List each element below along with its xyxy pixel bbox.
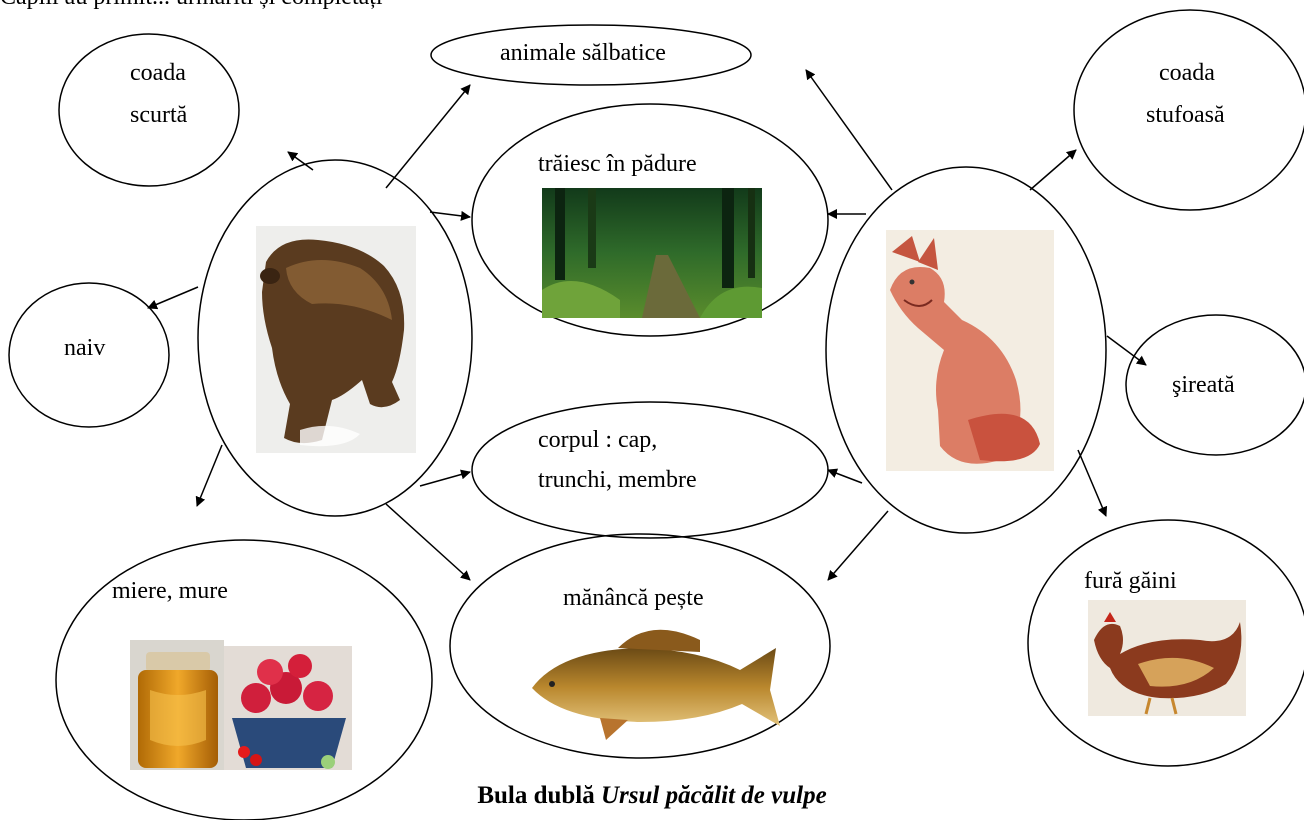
berries-picture — [224, 646, 352, 770]
fish-picture — [532, 630, 780, 740]
arrow-urs-naiv — [148, 287, 198, 308]
label-sireata: şireată — [1172, 367, 1235, 403]
bear-picture — [256, 226, 416, 453]
caption-bold: Bula dublă — [477, 782, 594, 809]
label-traiesc-in-padure: trăiesc în pădure — [538, 146, 697, 182]
label-animale-salbatice: animale sălbatice — [500, 35, 666, 71]
caption-italic: Ursul păcălit de vulpe — [601, 782, 827, 809]
arrow-vulpe-sireata — [1107, 336, 1146, 365]
arrow-urs-corpul — [420, 472, 470, 486]
arrow-vulpe-animale — [806, 70, 892, 190]
hen-picture — [1088, 600, 1246, 716]
arrow-vulpe-coada — [1030, 150, 1076, 190]
arrow-vulpe-gaini — [1078, 450, 1106, 516]
arrow-urs-padure — [430, 212, 470, 217]
forest-picture — [542, 188, 762, 318]
arrow-vulpe-corpul — [828, 470, 862, 483]
label-coada-stufoasa-line1: coada — [1159, 55, 1215, 91]
arrow-urs-miere — [197, 445, 222, 506]
fox-picture — [886, 230, 1054, 471]
label-mananca-peste: mănâncă pește — [563, 580, 704, 616]
arrow-urs-peste — [386, 504, 470, 580]
label-coada-scurta-line1: coada — [130, 55, 186, 91]
label-naiv: naiv — [64, 330, 105, 366]
label-miere-mure: miere, mure — [112, 573, 228, 609]
label-coada-stufoasa-line2: stufoasă — [1146, 97, 1225, 133]
label-coada-scurta-line2: scurtă — [130, 97, 187, 133]
diagram-caption: Bula dublă Ursul păcălit de vulpe — [0, 782, 1304, 810]
honey-picture — [130, 640, 224, 770]
label-fura-gaini: fură găini — [1084, 563, 1177, 599]
arrow-urs-coada — [288, 152, 313, 170]
arrow-urs-animale — [386, 85, 470, 188]
label-corpul-line1: corpul : cap, — [538, 422, 657, 458]
label-corpul-line2: trunchi, membre — [538, 462, 697, 498]
arrow-vulpe-peste — [828, 511, 888, 580]
